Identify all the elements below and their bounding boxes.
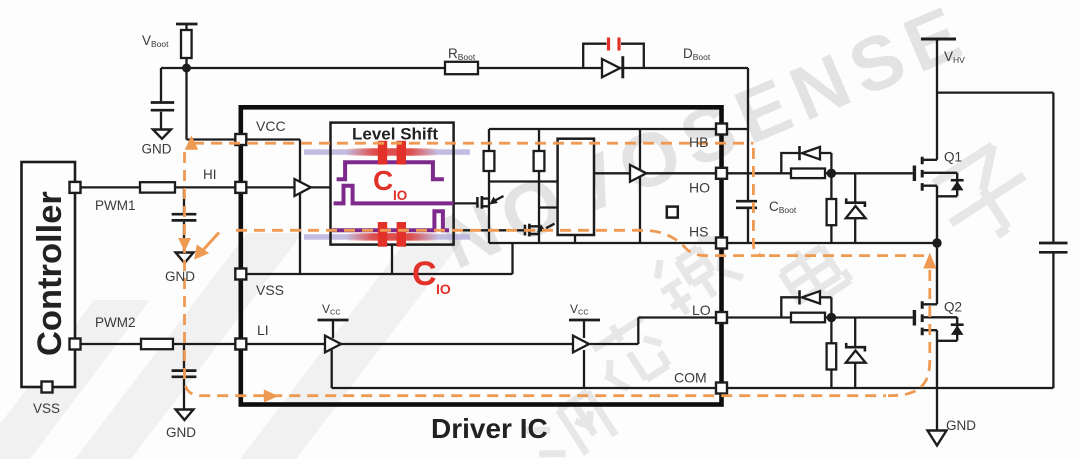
svg-text:Driver IC: Driver IC [431, 413, 548, 444]
svg-text:VSS: VSS [33, 401, 60, 416]
svg-text:HS: HS [689, 224, 708, 240]
svg-text:GND: GND [165, 269, 195, 284]
svg-text:HB: HB [689, 134, 708, 150]
svg-text:Level Shift: Level Shift [352, 125, 438, 144]
svg-text:IO: IO [436, 281, 451, 297]
svg-text:LI: LI [257, 322, 269, 338]
svg-text:VSS: VSS [256, 282, 284, 298]
svg-text:Q1: Q1 [944, 150, 962, 165]
svg-text:PWM1: PWM1 [95, 198, 136, 213]
svg-text:C: C [373, 165, 393, 196]
svg-text:PWM2: PWM2 [95, 315, 136, 330]
svg-text:Controller: Controller [31, 191, 69, 356]
svg-text:RBoot: RBoot [448, 46, 476, 62]
svg-text:VCC: VCC [256, 118, 286, 134]
svg-text:VCC: VCC [570, 302, 589, 317]
svg-text:HI: HI [203, 167, 217, 182]
svg-text:HO: HO [689, 180, 710, 196]
svg-text:VBoot: VBoot [142, 33, 169, 49]
svg-text:LO: LO [692, 302, 711, 318]
svg-text:VCC: VCC [322, 302, 341, 317]
svg-text:IO: IO [393, 188, 407, 203]
svg-text:DBoot: DBoot [683, 46, 711, 62]
svg-text:GND: GND [166, 425, 196, 440]
svg-text:GND: GND [946, 418, 976, 433]
svg-text:C: C [412, 255, 437, 293]
svg-text:CBoot: CBoot [769, 199, 797, 215]
svg-text:GND: GND [142, 142, 172, 157]
svg-text:Q2: Q2 [944, 300, 962, 315]
svg-text:COM: COM [674, 370, 707, 386]
